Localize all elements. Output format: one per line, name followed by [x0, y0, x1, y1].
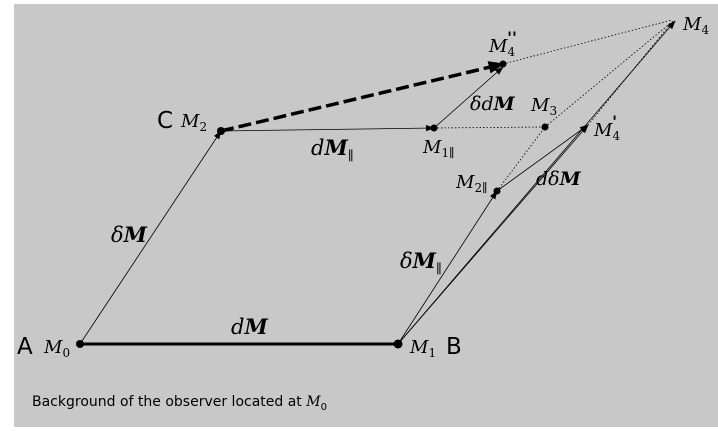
dotted-m2par-m3 [496, 126, 546, 192]
dotted-m1par-m3 [433, 126, 546, 129]
point-m2 [217, 127, 225, 135]
edge-deltaM [79, 130, 222, 345]
edge-d-deltaM [496, 124, 589, 192]
caption-symbol: M [306, 394, 321, 410]
label-m2-par: M2∥ [455, 172, 488, 195]
edge-m2-m4-double-dashed [220, 61, 505, 133]
background-panel [14, 4, 718, 427]
point-m1 [393, 339, 403, 349]
label-m1-par: M1∥ [422, 137, 455, 160]
vertex-letter-c: C [157, 108, 173, 134]
label-m4-prime: M4' [593, 112, 620, 143]
label-m0: M0 [43, 337, 70, 360]
caption: Background of the observer located at M0 [32, 394, 327, 413]
point-m0 [76, 340, 84, 348]
point-m4-double [499, 60, 507, 68]
label-m4-double: M4'' [488, 28, 517, 59]
vertex-letter-a: A [17, 334, 33, 360]
edge-m1-m4-prime [397, 124, 589, 345]
dotted-m4double-m4 [502, 19, 673, 65]
caption-text: Background of the observer located at [32, 394, 307, 410]
label-m3: M3 [530, 95, 557, 118]
label-d-deltaM: dδM [536, 168, 582, 190]
edge-dM-par [220, 124, 435, 132]
point-m1-par [430, 124, 438, 132]
dotted-m4prime-m4 [587, 21, 673, 126]
edge-delta-dM [433, 66, 504, 129]
edge-deltaM-par [397, 190, 498, 345]
label-delta-dM: δdM [470, 93, 516, 115]
vertex-letter-b: B [446, 334, 462, 360]
label-deltaM: δM [111, 222, 148, 247]
label-m1: M1 [409, 337, 436, 360]
edge-m1-m4 [397, 20, 676, 345]
caption-subscript: 0 [320, 401, 327, 413]
label-dM-par: dM∥ [311, 135, 354, 164]
point-m3 [541, 123, 549, 131]
label-dM: dM [231, 314, 268, 339]
point-m2-par [493, 187, 501, 195]
label-deltaM-par: δM∥ [400, 248, 442, 277]
label-m4: M4 [682, 14, 709, 37]
label-m2: M2 [180, 111, 207, 134]
